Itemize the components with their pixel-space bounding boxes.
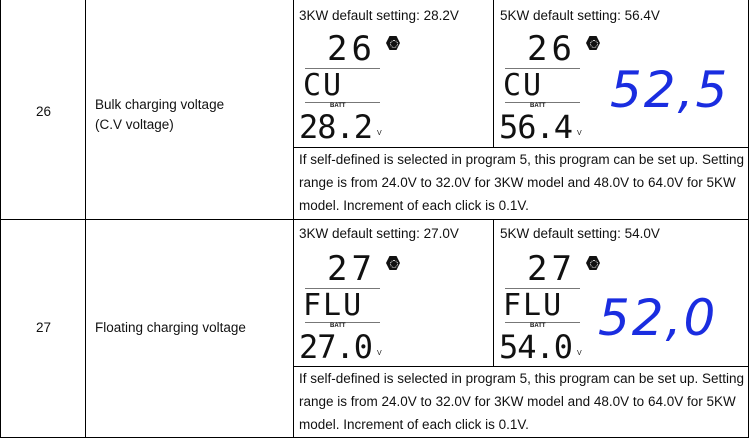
lcd-unit: V [577, 130, 582, 137]
lcd-program-code: 26 [327, 29, 376, 69]
program-description: Floating charging voltage [95, 318, 246, 338]
table-border [493, 0, 494, 147]
default-5kw-label: 5KW default setting: 54.0V [500, 226, 660, 241]
table-border [293, 366, 749, 367]
fan-icon [386, 256, 400, 270]
lcd-divider [505, 322, 580, 323]
lcd-divider [305, 322, 380, 323]
lcd-batt-label: BATT [330, 103, 346, 109]
program-number: 26 [36, 104, 52, 119]
fan-icon [386, 36, 400, 50]
lcd-display-5kw: 26 CU BATT 56.4 V [497, 30, 687, 145]
lcd-divider [505, 102, 580, 103]
description-line: (C.V voltage) [95, 117, 174, 132]
lcd-divider [505, 288, 580, 289]
lcd-divider [505, 68, 580, 69]
program-note: If self-defined is selected in program 5… [299, 152, 744, 213]
lcd-display-3kw: 27 FLU BATT 27.0 V [297, 250, 487, 365]
program-number: 27 [36, 320, 52, 335]
table-border [0, 219, 749, 220]
lcd-value: 56.4 [499, 108, 573, 146]
lcd-mode: CU [303, 68, 344, 103]
lcd-program-code: 26 [527, 29, 576, 69]
table-border [293, 147, 749, 148]
lcd-unit: V [577, 350, 582, 357]
lcd-display-3kw: 26 CU BATT 28.2 V [297, 30, 487, 145]
lcd-batt-label: BATT [530, 323, 546, 329]
lcd-unit: V [377, 350, 382, 357]
lcd-mode: FLU [303, 288, 364, 323]
lcd-program-code: 27 [527, 249, 576, 289]
default-3kw-label: 3KW default setting: 28.2V [299, 8, 459, 23]
lcd-value: 28.2 [299, 108, 373, 146]
default-5kw-label: 5KW default setting: 56.4V [500, 8, 660, 23]
lcd-batt-label: BATT [530, 103, 546, 109]
table-border [493, 219, 494, 366]
lcd-display-5kw: 27 FLU BATT 54.0 V [497, 250, 687, 365]
lcd-divider [305, 288, 380, 289]
lcd-divider [305, 68, 380, 69]
lcd-value: 27.0 [299, 328, 373, 366]
program-note: If self-defined is selected in program 5… [299, 371, 744, 432]
lcd-mode: FLU [503, 288, 564, 323]
program-description: Bulk charging voltage (C.V voltage) [95, 95, 224, 135]
description-line: Bulk charging voltage [95, 97, 225, 112]
default-3kw-label: 3KW default setting: 27.0V [299, 226, 459, 241]
lcd-value: 54.0 [499, 328, 573, 366]
lcd-divider [305, 102, 380, 103]
fan-icon [586, 36, 600, 50]
handwritten-annotation: 52,0 [598, 289, 718, 347]
lcd-batt-label: BATT [330, 323, 346, 329]
description-line: Floating charging voltage [95, 320, 246, 335]
handwritten-annotation: 52,5 [610, 61, 730, 119]
lcd-mode: CU [503, 68, 544, 103]
lcd-unit: V [377, 130, 382, 137]
fan-icon [586, 256, 600, 270]
lcd-program-code: 27 [327, 249, 376, 289]
